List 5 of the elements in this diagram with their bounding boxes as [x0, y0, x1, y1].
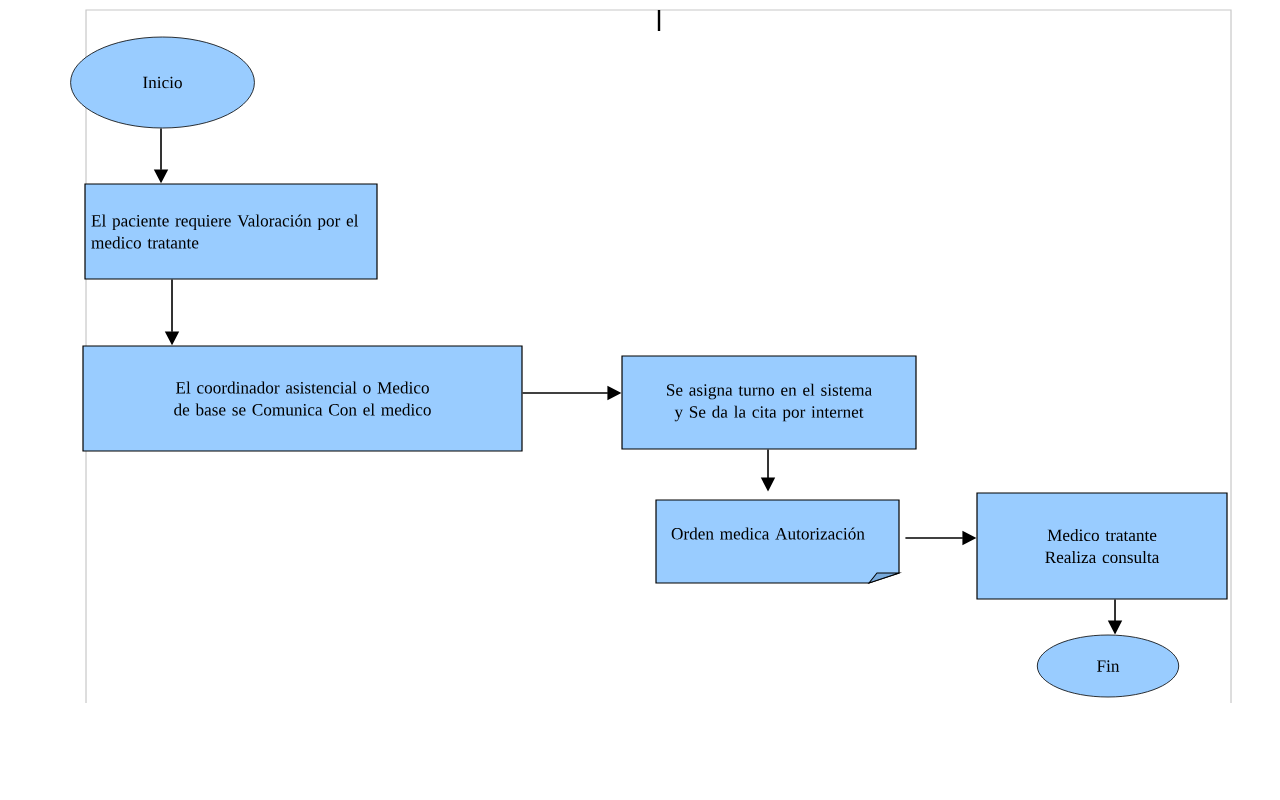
process-box: El coordinador asistencial o Medico de base se Comunica Con el medico — [82, 345, 523, 452]
document-box: Orden medica Autorización — [655, 499, 900, 584]
process-box: Medico tratante Realiza consulta — [976, 492, 1228, 600]
process-box: El paciente requiere Valoración por el medico tratante — [84, 183, 378, 280]
process-box: Se asigna turno en el sistema y Se da la cita por internet — [621, 355, 917, 450]
